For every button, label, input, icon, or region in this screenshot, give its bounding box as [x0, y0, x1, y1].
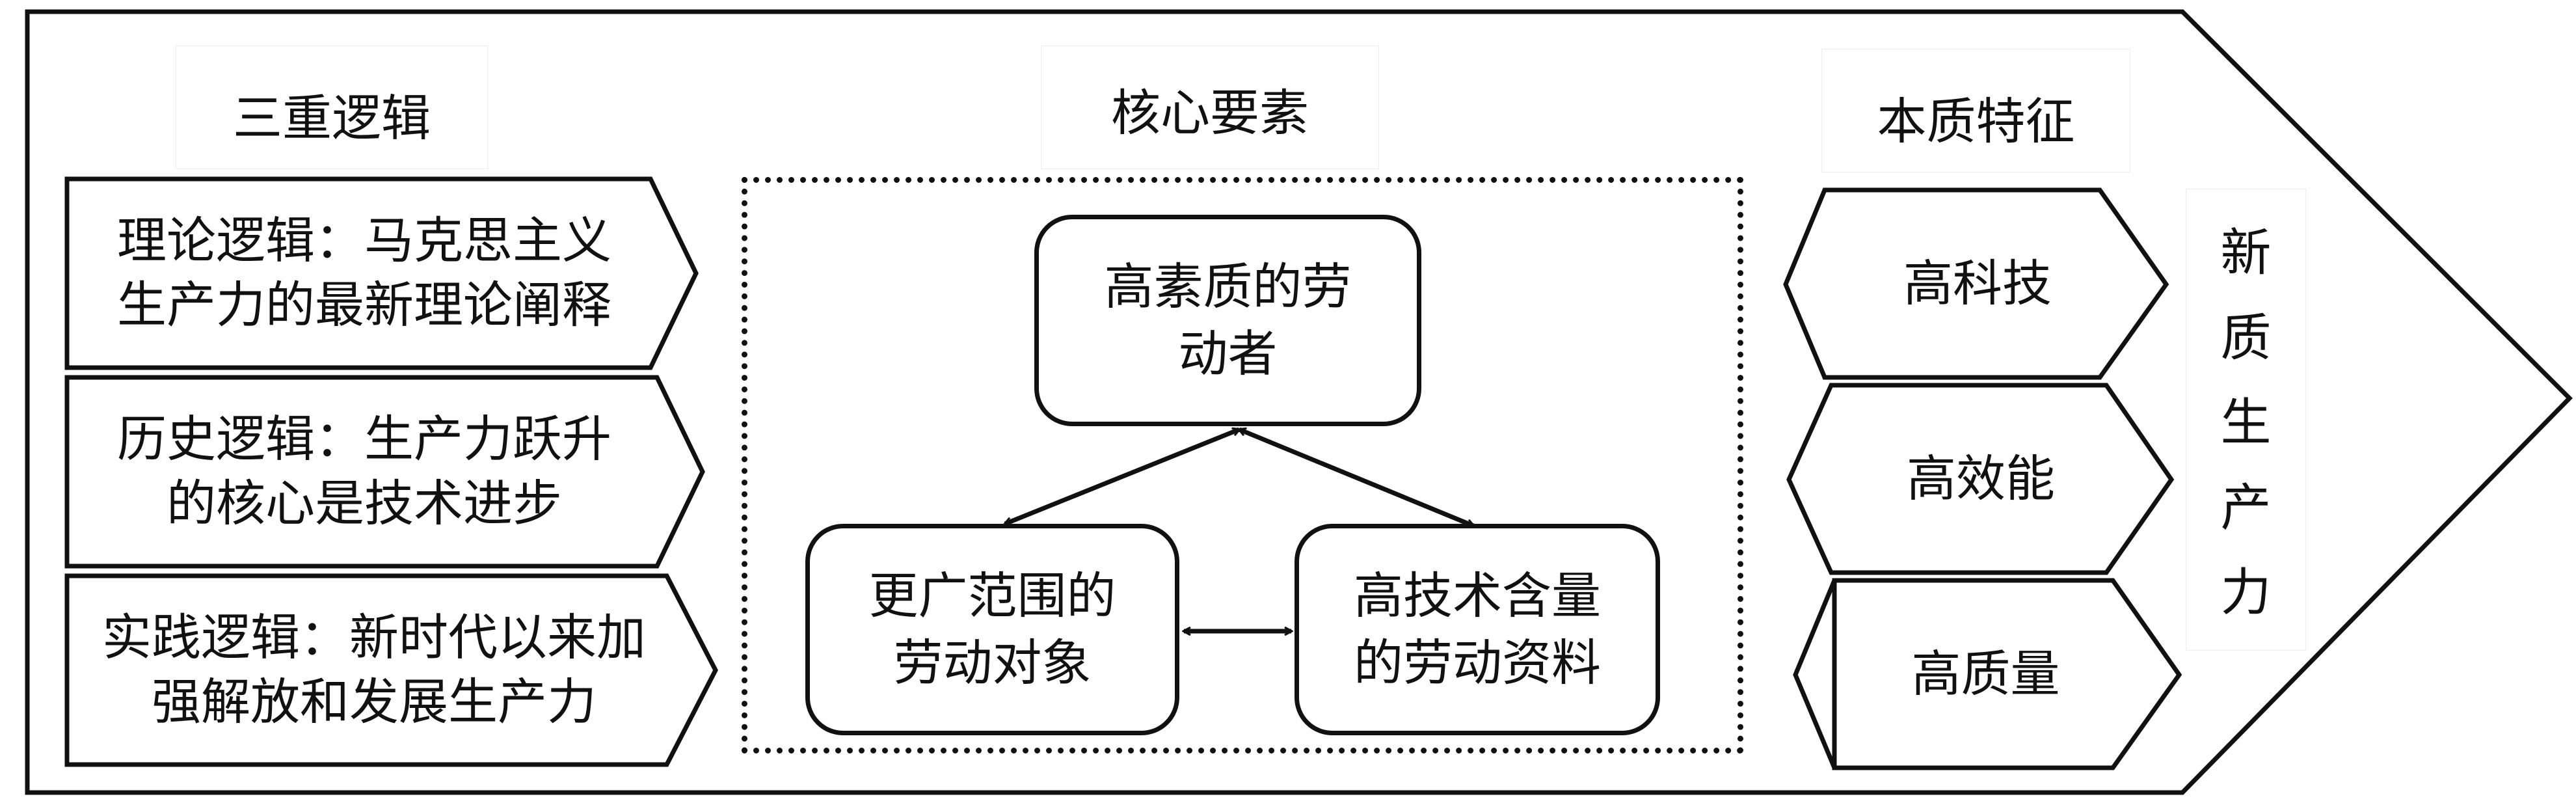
result-char-1: 新	[2220, 224, 2272, 282]
core-header-frame	[1041, 46, 1379, 169]
core-element-labor-object: 更广范围的劳动对象	[805, 524, 1179, 735]
arrow-top-to-left	[1005, 429, 1239, 524]
result-char-4: 产	[2220, 478, 2272, 537]
core-element-labor-means-line2: 的劳动资料	[1354, 633, 1601, 692]
logic-arrow-3-shape	[64, 573, 718, 767]
logic-item-theory-line1: 理论逻辑：马克思主义	[117, 211, 611, 270]
essence-hexagon-3-left	[1793, 579, 1837, 769]
core-header: 核心要素	[1111, 84, 1309, 142]
essence-header: 本质特征	[1877, 92, 2075, 150]
result-new-quality-productivity: 新 质 生 产 力	[2186, 228, 2306, 618]
logic-header-frame	[176, 46, 488, 169]
essence-high-efficiency: 高效能	[1907, 449, 2055, 508]
core-element-labor-object-line1: 更广范围的	[868, 566, 1116, 625]
core-element-labor-means: 高技术含量的劳动资料	[1295, 524, 1660, 735]
logic-arrow-2-shape	[64, 375, 705, 569]
logic-item-history: 历史逻辑：生产力跃升的核心是技术进步	[72, 387, 657, 556]
result-char-5: 力	[2220, 563, 2272, 622]
core-elements-container	[742, 177, 1743, 753]
arrow-top-to-right	[1239, 429, 1473, 526]
logic-item-practice-line1: 实践逻辑：新时代以来加	[102, 608, 646, 667]
core-element-laborer-line1: 高素质的劳	[1104, 257, 1352, 316]
essence-hexagon-3-shape	[1832, 578, 2182, 770]
logic-item-practice: 实践逻辑：新时代以来加强解放和发展生产力	[72, 586, 677, 755]
logic-item-history-line2: 的核心是技术进步	[167, 474, 562, 532]
core-element-laborer: 高素质的劳动者	[1034, 215, 1421, 426]
logic-item-theory-line2: 生产力的最新理论阐释	[117, 276, 611, 334]
core-element-laborer-line2: 动者	[1178, 324, 1278, 383]
result-char-2: 质	[2220, 308, 2272, 368]
essence-high-tech: 高科技	[1903, 254, 2052, 312]
logic-header: 三重逻辑	[233, 89, 431, 147]
logic-arrow-1-shape	[64, 176, 699, 370]
result-char-3: 生	[2220, 394, 2272, 452]
essence-header-frame	[1821, 49, 2130, 172]
result-frame	[2186, 189, 2306, 651]
essence-high-quality: 高质量	[1911, 644, 2060, 703]
logic-item-theory: 理论逻辑：马克思主义生产力的最新理论阐释	[72, 189, 657, 358]
essence-hexagon-2-shape	[1786, 383, 2175, 575]
logic-item-practice-line2: 强解放和发展生产力	[152, 673, 597, 731]
core-element-labor-means-line1: 高技术含量	[1354, 566, 1601, 625]
logic-item-history-line1: 历史逻辑：生产力跃升	[117, 410, 611, 468]
core-element-labor-object-line2: 劳动对象	[893, 633, 1092, 692]
essence-hexagon-1-shape	[1783, 187, 2169, 380]
